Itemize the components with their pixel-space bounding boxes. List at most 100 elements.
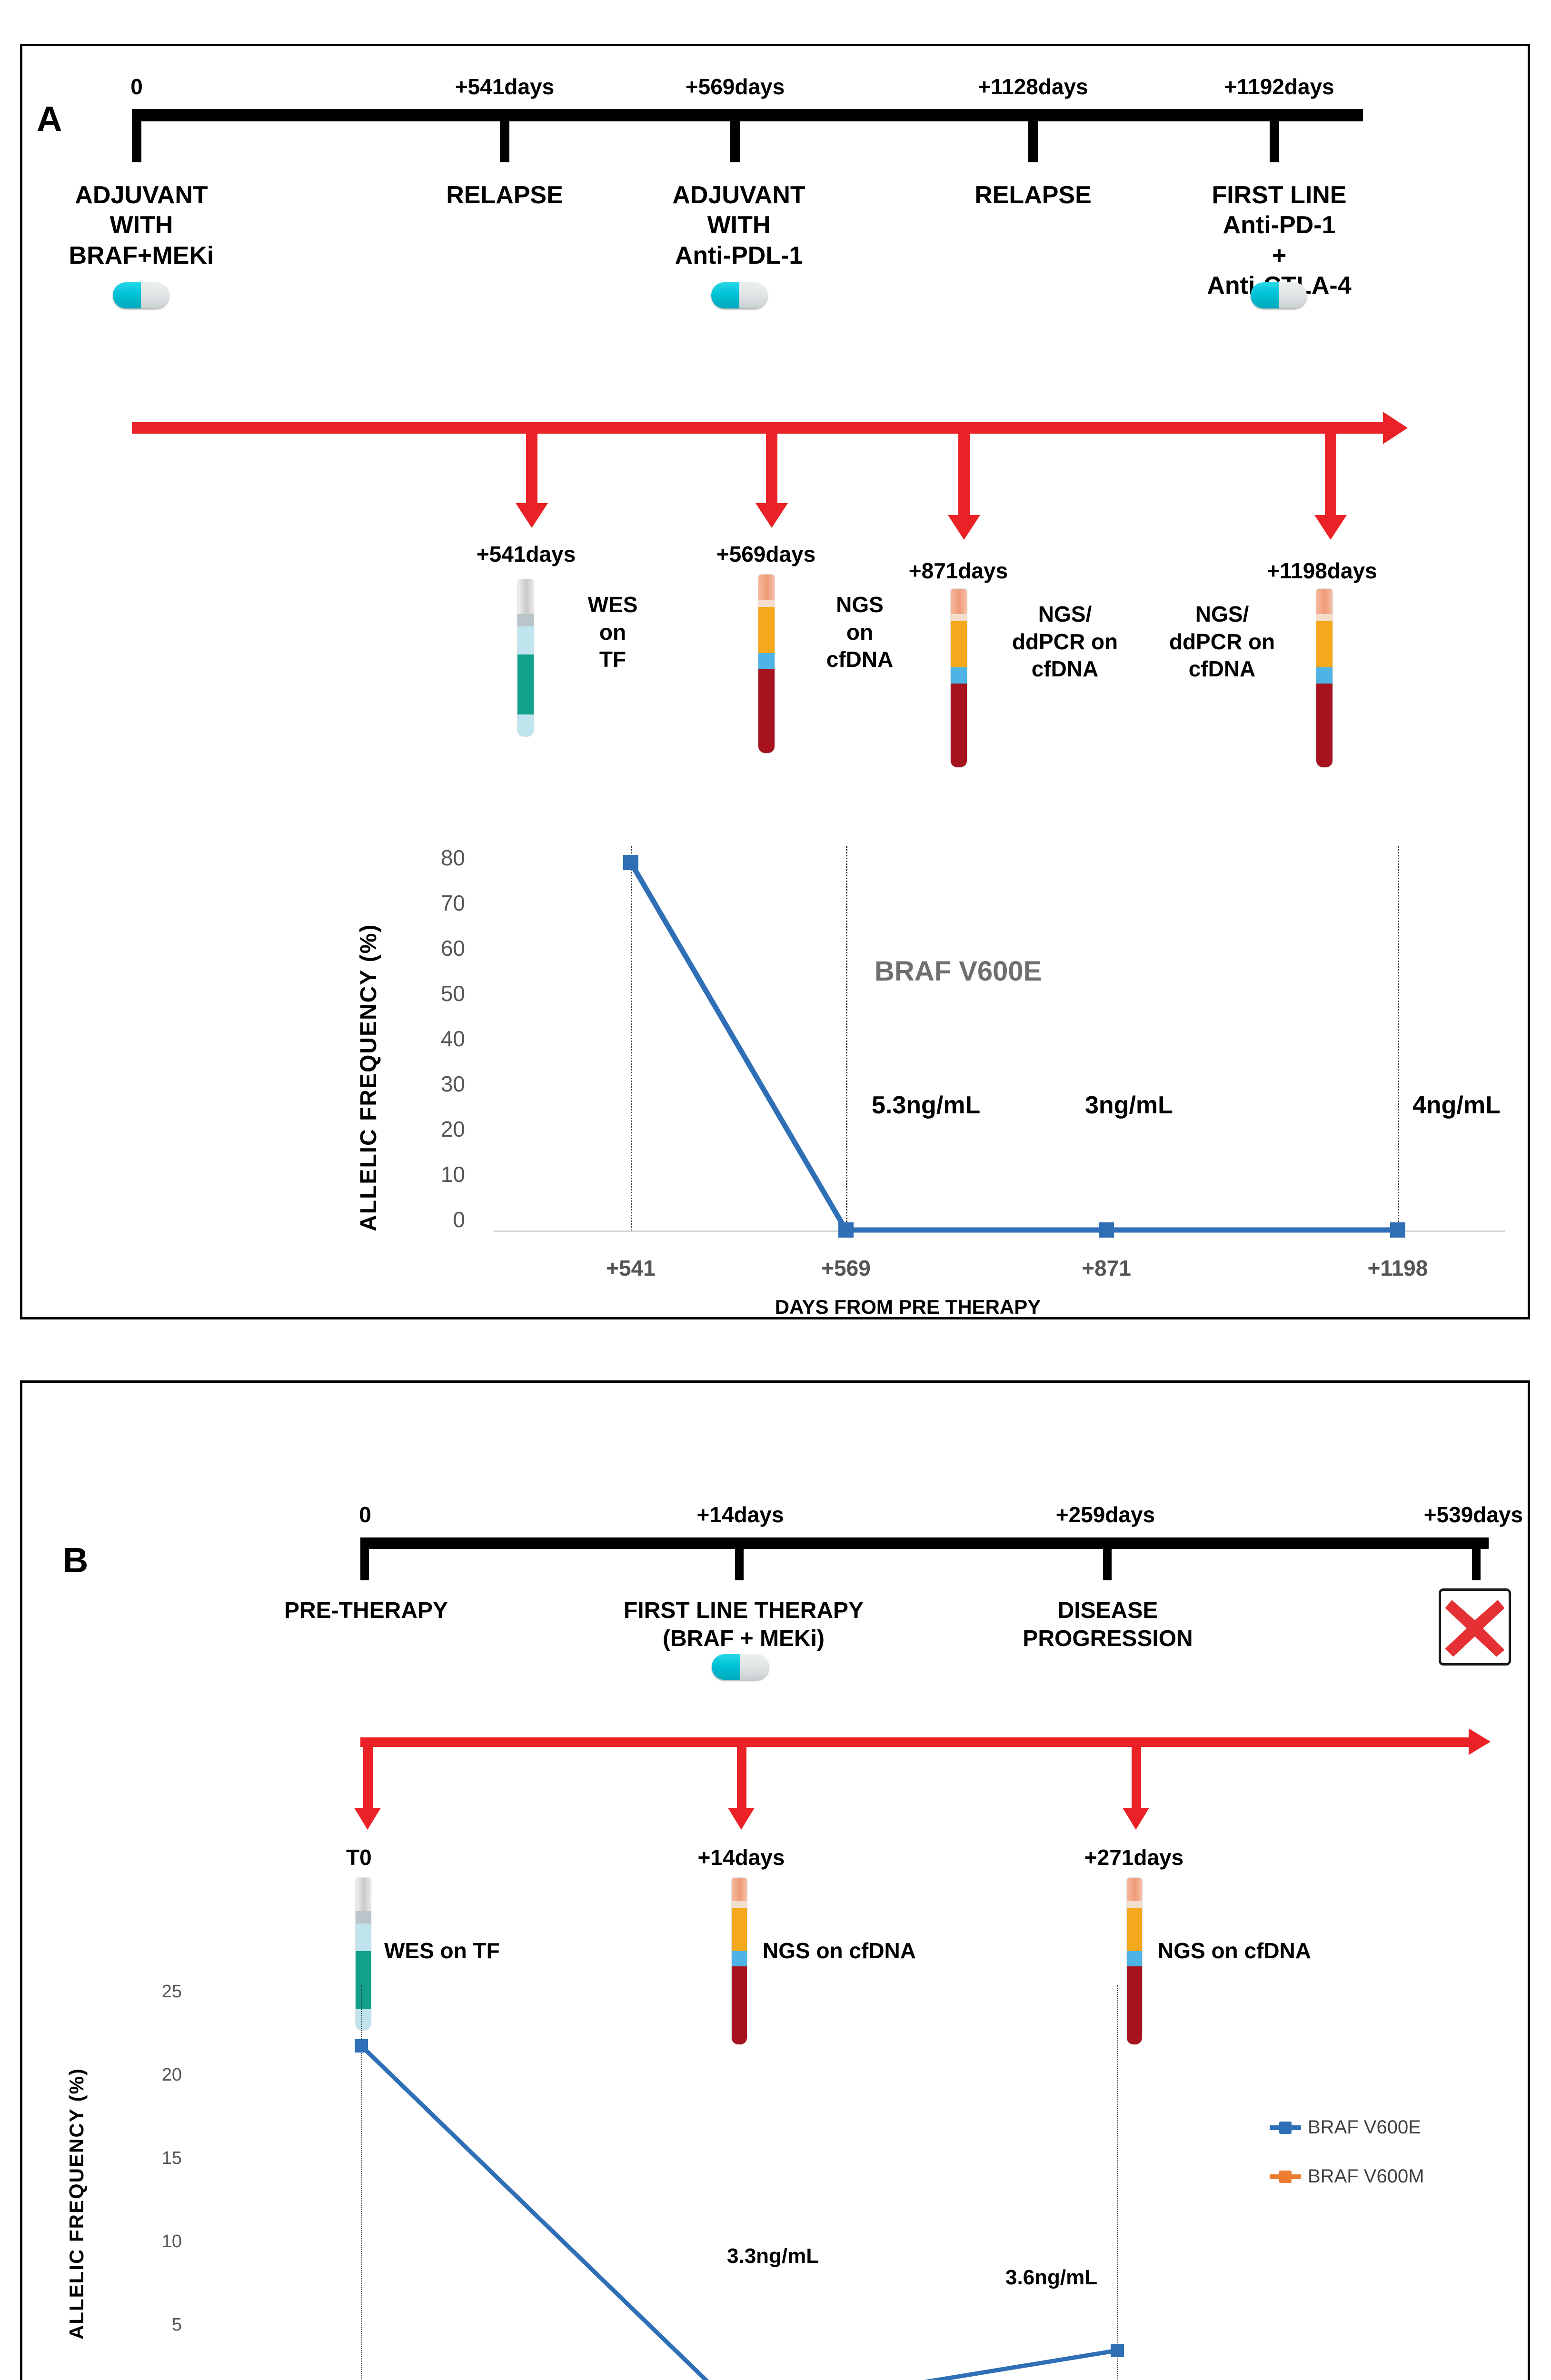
timeline-tick-1: [500, 109, 509, 162]
sampling-assay-2: NGS/ ddPCR on cfDNA: [1012, 602, 1118, 681]
chart-b-legend-item-braf-v600m: BRAF V600M: [1270, 2166, 1424, 2187]
sampling-arrowhead-1: [756, 503, 788, 528]
sampling-drop-b-1: [737, 1742, 746, 1809]
timeline-tick-b-1: [735, 1537, 744, 1580]
chart-a-plot: [623, 855, 1405, 1238]
sampling-arrowhead-2: [948, 515, 980, 540]
chart-b-vline-t0: [361, 1985, 362, 2380]
chart-b-ytick-15: 15: [161, 2148, 182, 2168]
legend-key-braf-v600m: [1270, 2174, 1301, 2179]
panel-b-letter: B: [63, 1540, 89, 1580]
timeline-tick-0: [132, 109, 141, 162]
chart-a-xtick-0: +541: [606, 1256, 656, 1280]
chart-a-ytick-10: 10: [440, 1162, 465, 1187]
chart-a-xtick-1: +569: [821, 1256, 871, 1280]
pill-icon-first-line-io: [1251, 282, 1307, 308]
chart-b-annotation-1: 3.6ng/mL: [1005, 2266, 1098, 2289]
sampling-arrowhead-3: [1314, 515, 1347, 540]
chart-a-xtick-3: +1198: [1367, 1256, 1428, 1280]
chart-a-xtick-2: +871: [1082, 1256, 1131, 1280]
timeline-day-3: +1128days: [978, 74, 1088, 99]
chart-b-ytick-5: 5: [171, 2315, 182, 2335]
sampling-day-3: +1198days: [1267, 558, 1377, 583]
sampling-assay-0: WES on TF: [587, 592, 638, 672]
timeline-tick-2: [730, 109, 740, 162]
sampling-arrowhead-b-2: [1123, 1808, 1149, 1830]
blood-tube-icon-3: [1316, 589, 1332, 767]
chart-a-annotation-0: 5.3ng/mL: [872, 1091, 981, 1119]
sampling-day-0: +541days: [476, 542, 576, 566]
pill-icon-first-line-braf-meki: [712, 1654, 769, 1680]
timeline-tick-b-0: [360, 1537, 369, 1580]
chart-a-ytick-80: 80: [440, 845, 465, 870]
timeline-bar-b: [360, 1537, 1489, 1549]
chart-a-ytick-50: 50: [440, 981, 465, 1006]
timeline-event-b-1: FIRST LINE THERAPY (BRAF + MEKi): [623, 1598, 864, 1651]
pill-icon-adjuvant-anti-pdl1: [711, 282, 767, 308]
sampling-arrow-line: [132, 422, 1384, 434]
pill-icon-adjuvant-braf-meki: [113, 282, 169, 308]
sampling-arrowhead-0: [516, 503, 548, 528]
tissue-tube-icon-b-0: [356, 1878, 371, 2030]
panel-a-letter: A: [37, 99, 63, 139]
chart-a-ytick-70: 70: [440, 891, 465, 915]
sampling-day-b-1: +14days: [697, 1845, 785, 1870]
blood-tube-icon-1: [758, 575, 775, 753]
blood-tube-icon-b-2: [1127, 1878, 1142, 2044]
timeline-day-4: +1192days: [1224, 74, 1334, 99]
timeline-event-4: FIRST LINE Anti-PD-1 + Anti-CTLA-4: [1207, 181, 1351, 299]
sampling-assay-b-2: NGS on cfDNA: [1158, 1938, 1311, 1963]
legend-key-braf-v600e: [1270, 2125, 1301, 2130]
chart-a-vline-569: [846, 846, 847, 1231]
timeline-day-1: +541days: [455, 74, 555, 99]
chart-b-plot: [355, 2039, 1124, 2380]
blood-tube-icon-b-1: [732, 1878, 747, 2044]
chart-b-ytick-10: 10: [161, 2231, 182, 2251]
chart-a-ytick-30: 30: [440, 1071, 465, 1096]
chart-a-vline-1198: [1398, 846, 1399, 1231]
chart-a-ytick-0: 0: [453, 1207, 465, 1232]
sampling-day-1: +569days: [716, 542, 816, 566]
tissue-tube-icon-0: [517, 579, 534, 736]
chart-a-vline-541: [631, 846, 632, 1231]
sampling-drop-b-2: [1132, 1742, 1141, 1809]
timeline-day-2: +569days: [685, 74, 785, 99]
timeline-event-3: RELAPSE: [974, 181, 1092, 209]
sampling-drop-0: [526, 428, 537, 504]
chart-b-annotation-0: 3.3ng/mL: [727, 2244, 819, 2268]
sampling-arrowhead-b-0: [354, 1808, 381, 1830]
sampling-drop-2: [958, 428, 970, 516]
sampling-drop-1: [766, 428, 777, 504]
sampling-assay-3: NGS/ ddPCR on cfDNA: [1169, 602, 1275, 681]
sampling-arrowhead-b-1: [728, 1808, 755, 1830]
legend-label-braf-v600m: BRAF V600M: [1308, 2166, 1424, 2187]
chart-b-legend-item-braf-v600e: BRAF V600E: [1270, 2117, 1421, 2138]
chart-a-ytick-40: 40: [440, 1026, 465, 1051]
panel-b-chart: ALLELIC FREQUENCY (%) 25 20 15 10 5 0 3.…: [22, 1383, 1527, 2380]
sampling-drop-3: [1325, 428, 1336, 516]
timeline-day-b-0: 0: [359, 1502, 371, 1527]
sampling-assay-1: NGS on cfDNA: [826, 592, 894, 672]
timeline-tick-b-2: [1103, 1537, 1112, 1580]
timeline-event-0: ADJUVANT WITH BRAF+MEKi: [69, 181, 214, 269]
timeline-tick-b-3: [1472, 1537, 1481, 1580]
chart-b-ytick-25: 25: [161, 1982, 182, 2002]
sampling-arrow-head-b: [1469, 1728, 1491, 1755]
timeline-event-1: RELAPSE: [446, 181, 563, 209]
timeline-day-b-1: +14days: [696, 1502, 784, 1527]
timeline-event-2: ADJUVANT WITH Anti-PDL-1: [672, 181, 805, 269]
timeline-tick-3: [1028, 109, 1038, 162]
chart-a-ytick-20: 20: [440, 1117, 465, 1141]
chart-a-ytick-60: 60: [440, 936, 465, 961]
timeline-day-b-2: +259days: [1055, 1502, 1155, 1527]
timeline-bar: [132, 109, 1363, 121]
chart-a-annotation-1: 3ng/mL: [1085, 1091, 1173, 1119]
chart-a-x-axis-title: DAYS FROM PRE THERAPY: [775, 1296, 1041, 1318]
timeline-tick-4: [1270, 109, 1279, 162]
sampling-assay-b-0: WES on TF: [384, 1938, 500, 1963]
chart-a-annotation-2: 4ng/mL: [1412, 1091, 1501, 1119]
blood-tube-icon-2: [951, 589, 967, 767]
chart-a-series-label: BRAF V600E: [875, 956, 1042, 987]
chart-b-vline-271: [1117, 1985, 1118, 2380]
